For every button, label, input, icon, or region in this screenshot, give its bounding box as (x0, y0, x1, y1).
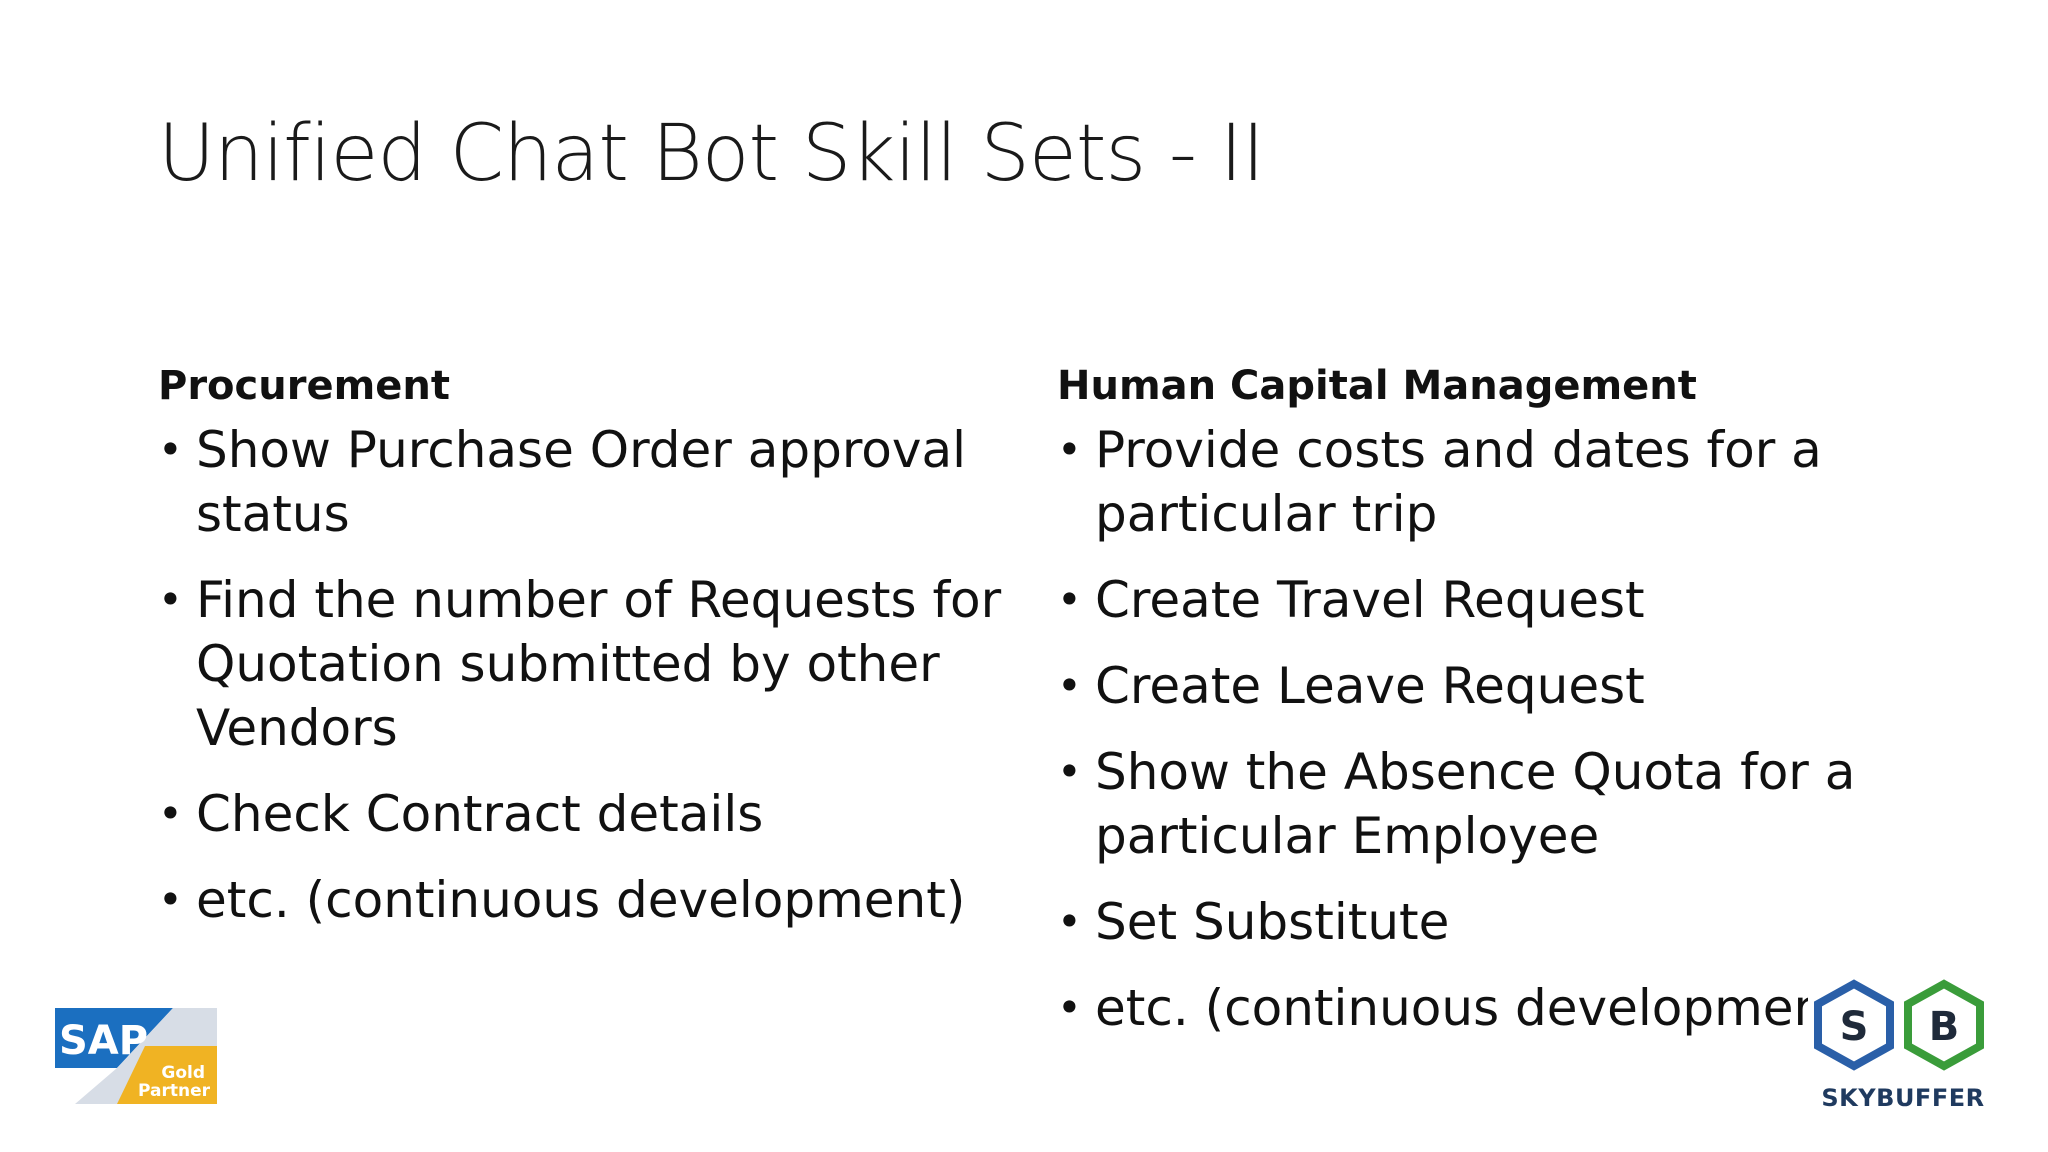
bullet-icon: • (1057, 575, 1082, 624)
bullet-icon: • (1057, 425, 1082, 474)
bullet-icon: • (1057, 747, 1082, 796)
hex-left (1814, 979, 1894, 1071)
list-item: •Create Travel Request (1057, 568, 1957, 632)
skybuffer-logo: S B SKYBUFFER (1808, 976, 2008, 1112)
bullet-icon: • (158, 789, 183, 838)
hex-letter-s: S (1840, 1004, 1869, 1050)
list-item: •Show the Absence Quota for a particular… (1057, 740, 1957, 868)
list-item: •Set Substitute (1057, 890, 1957, 954)
hcm-column: Human Capital Management •Provide costs … (1057, 358, 1957, 1062)
bullet-icon: • (1057, 983, 1082, 1032)
sap-badge-gold: Gold (161, 1063, 205, 1083)
list-item: •Find the number of Requests for Quotati… (158, 568, 1018, 760)
bullet-icon: • (158, 575, 183, 624)
list-item: •Show Purchase Order approval status (158, 418, 1018, 546)
list-item: •etc. (continuous development (1057, 976, 1957, 1040)
hcm-heading: Human Capital Management (1057, 363, 1697, 409)
sap-logo-shape (55, 1008, 173, 1068)
list-item: •Check Contract details (158, 782, 1018, 846)
skybuffer-hex-icon: S B (1814, 979, 1984, 1071)
sap-gold-partner-logo: SAP Gold Partner (55, 1008, 217, 1104)
skybuffer-wordmark: SKYBUFFER (1821, 1084, 1985, 1112)
list-item: •etc. (continuous development) (158, 868, 1018, 932)
hex-letter-b: B (1929, 1004, 1960, 1050)
bullet-icon: • (1057, 897, 1082, 946)
sap-badge-partner: Partner (138, 1081, 211, 1101)
procurement-list: •Show Purchase Order approval status •Fi… (158, 418, 1018, 932)
list-item: •Create Leave Request (1057, 654, 1957, 718)
slide-title: Unified Chat Bot Skill Sets - II (158, 109, 1265, 199)
procurement-heading: Procurement (158, 363, 450, 409)
list-item: •Provide costs and dates for a particula… (1057, 418, 1957, 546)
bullet-icon: • (158, 425, 183, 474)
sap-brand-text: SAP (59, 1018, 148, 1064)
procurement-column: Procurement •Show Purchase Order approva… (158, 358, 1018, 954)
hcm-list: •Provide costs and dates for a particula… (1057, 418, 1957, 1040)
bullet-icon: • (158, 875, 183, 924)
hex-right (1904, 979, 1984, 1071)
sap-logo-gold (117, 1046, 217, 1104)
bullet-icon: • (1057, 661, 1082, 710)
